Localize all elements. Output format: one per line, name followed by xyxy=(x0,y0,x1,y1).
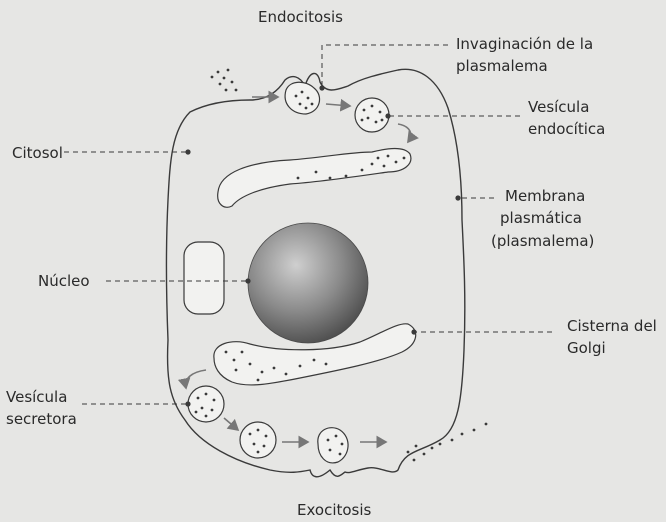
extracellular-particles-bottom xyxy=(407,423,488,462)
invagination xyxy=(285,82,319,114)
arrow-secretory-down xyxy=(224,418,238,430)
label-exocitosis: Exocitosis xyxy=(297,501,372,519)
endocytic-vesicle xyxy=(355,98,389,132)
leader-cisterna xyxy=(411,329,552,334)
small-organelle xyxy=(184,242,224,314)
label-citosol: Citosol xyxy=(12,144,63,162)
extracellular-particles-top xyxy=(211,69,238,92)
label-membrana-line1: Membrana xyxy=(505,187,585,205)
label-invaginacion-line1: Invaginación de la xyxy=(456,35,593,53)
leader-invaginacion xyxy=(319,45,448,91)
label-invaginacion-line2: plasmalema xyxy=(456,57,548,75)
leader-nucleo xyxy=(106,278,251,283)
label-vesicula-secretora-line1: Vesícula xyxy=(6,388,67,406)
label-membrana-line2: plasmática xyxy=(500,209,582,227)
label-vesicula-secretora-line2: secretora xyxy=(6,410,77,428)
label-vesicula-endocitica-line2: endocítica xyxy=(528,120,605,138)
label-vesicula-endocitica-line1: Vesícula xyxy=(528,98,589,116)
exocytic-vesicle-1 xyxy=(240,422,276,458)
label-cisterna-line2: Golgi xyxy=(567,339,606,357)
arrow-curve-down xyxy=(398,124,411,142)
nucleus xyxy=(248,223,368,343)
leader-vesicula-endocitica xyxy=(385,113,520,118)
label-nucleo: Núcleo xyxy=(38,272,90,290)
exocytic-vesicle-fusing xyxy=(318,428,348,463)
label-endocitosis: Endocitosis xyxy=(258,8,343,26)
secretory-vesicle xyxy=(188,386,224,422)
golgi-upper-cisterna xyxy=(218,149,411,208)
label-membrana-line3: (plasmalema) xyxy=(491,232,594,250)
arrow-golgi-to-secretory xyxy=(186,370,206,388)
label-cisterna-line1: Cisterna del xyxy=(567,317,657,335)
arrow-to-vesicle xyxy=(326,104,350,106)
